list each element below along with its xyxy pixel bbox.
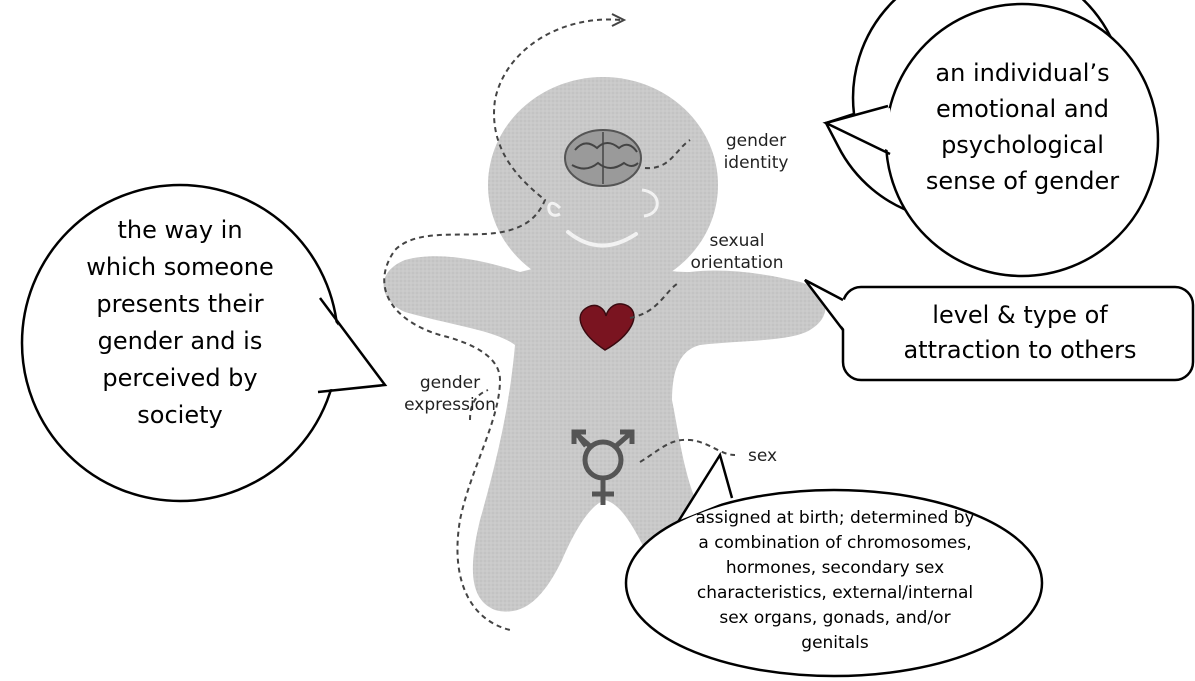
sex-label: sex [748,446,788,466]
brain-icon [565,130,641,186]
sexual-orientation-label: sexual orientation [677,230,797,274]
gender-expression-bubble-tail-fill [318,300,385,390]
gender-expression-bubble-text: the way in which someone presents their … [45,212,315,434]
gender-identity-label: gender identity [716,130,796,174]
gender-identity-bubble-text: an individual’s emotional and psychologi… [905,55,1140,199]
sexual-orientation-bubble-text: level & type of attraction to others [855,298,1185,368]
sex-bubble-text: assigned at birth; determined by a combi… [640,506,1030,656]
gender-expression-label: gender expression [400,372,500,416]
